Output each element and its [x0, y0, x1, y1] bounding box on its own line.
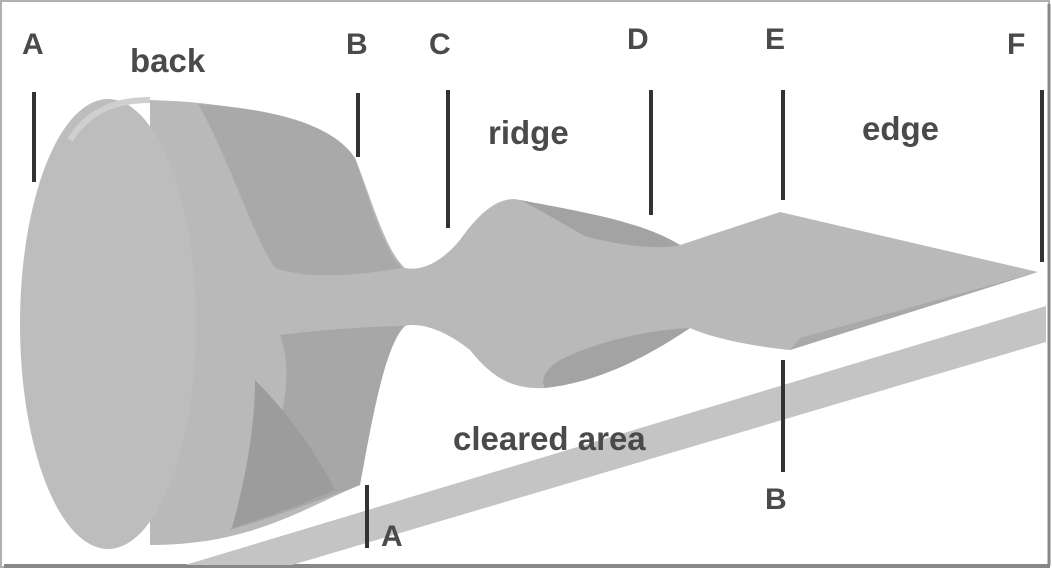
ridge-lower-shadow: [543, 328, 690, 388]
back-section-label: back: [130, 42, 206, 79]
cleared-area-strip: [185, 306, 1046, 565]
point-c-top-label: C: [429, 28, 451, 61]
point-f-top-label: F: [1007, 28, 1026, 61]
cleared-area-label: cleared area: [453, 420, 646, 457]
ridge-upper-shadow: [520, 200, 680, 248]
end-face-highlight: [67, 97, 151, 142]
point-e-top-label: E: [765, 23, 786, 56]
point-a-top-label: A: [22, 28, 44, 61]
back-end-face: [20, 99, 196, 549]
point-b-top-label: B: [346, 28, 368, 61]
ridge-section-label: ridge: [488, 114, 569, 151]
back-lower-dark-shadow: [232, 380, 335, 528]
point-d-top-label: D: [627, 23, 649, 56]
point-b-bottom-label: B: [765, 483, 787, 516]
back-upper-shadow: [198, 104, 402, 276]
edge-lower-facet: [790, 272, 1038, 350]
point-a-bottom-label: A: [381, 520, 403, 553]
edge-section-label: edge: [862, 110, 940, 147]
